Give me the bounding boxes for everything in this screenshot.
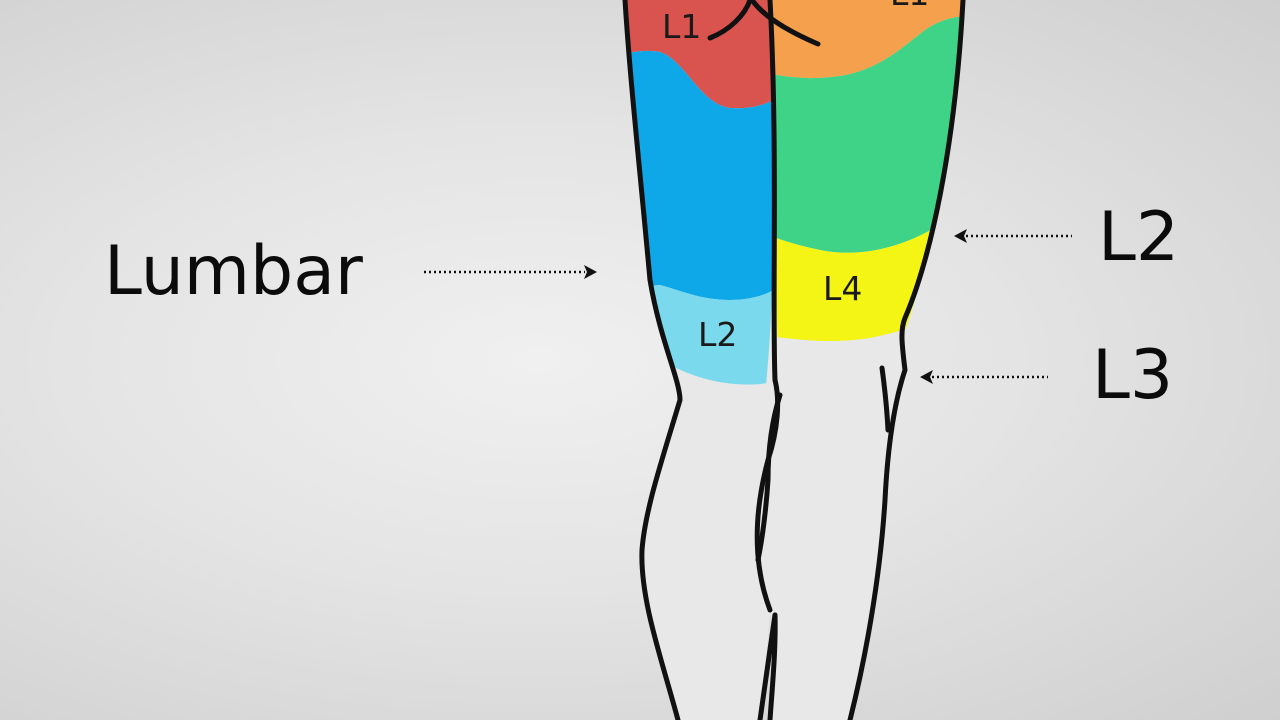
zone-top-right-orange — [770, 0, 965, 79]
callout-arrow-left — [424, 265, 597, 279]
right-leg-outer-outline — [847, 0, 966, 720]
zone-l1-red — [625, 0, 775, 109]
leg-outlines — [622, 0, 966, 720]
callout-arrow-right-upper — [954, 229, 1072, 243]
callout-label-right-upper: L2 — [1098, 198, 1179, 277]
zone-green — [770, 16, 965, 253]
inner-leg-seam-outline — [754, 0, 781, 613]
zone-label-right-lower: L4 — [823, 269, 862, 308]
zone-label-l1: L1 — [662, 7, 701, 46]
zone-blue — [625, 50, 775, 300]
buttock-curve-outline — [707, 0, 753, 41]
knee-crease-outline — [879, 365, 891, 433]
inner-calf-outline — [755, 392, 783, 563]
gluteal-fold-outline — [749, 0, 821, 47]
callout-label-left: Lumbar — [104, 232, 363, 311]
left-leg-outer-outline — [622, 0, 683, 720]
zone-label-top-right: L1 — [890, 0, 929, 13]
callout-arrow-right-lower — [920, 370, 1048, 384]
callout-label-right-lower: L3 — [1092, 336, 1173, 415]
lower-inner-line-right — [767, 612, 778, 720]
zone-label-left-lower: L2 — [698, 315, 737, 354]
